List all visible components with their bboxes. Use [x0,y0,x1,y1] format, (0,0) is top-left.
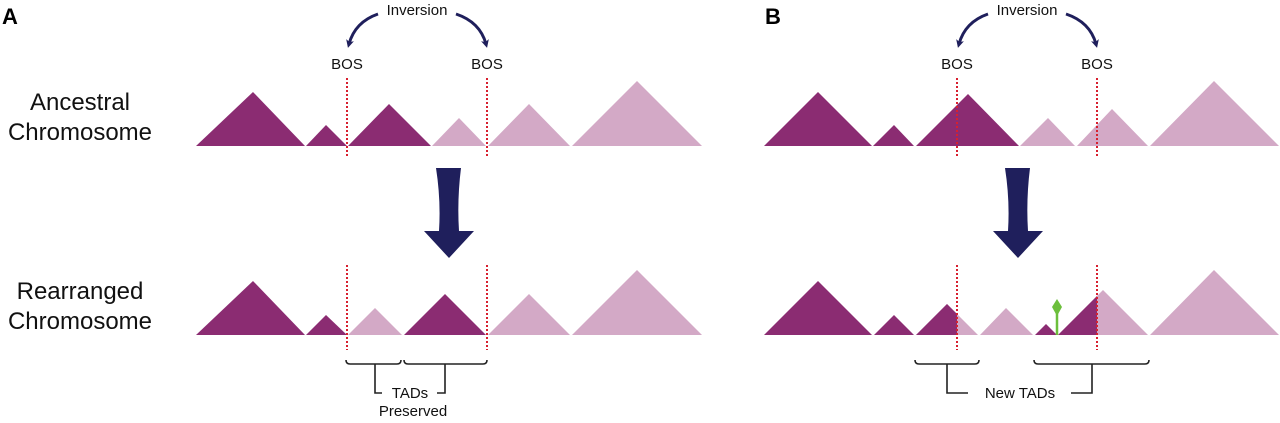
row-label-ancestral-1: Ancestral [30,89,130,116]
bracket-label: TADs [392,385,428,402]
tad-triangle [488,294,570,335]
tad-triangle [488,104,570,146]
tad-triangle [764,281,872,335]
tad-triangle [916,94,1019,146]
tad-triangle-part [916,304,957,335]
tad-triangle [1077,109,1148,146]
inversion-label: Inversion [997,2,1058,19]
rearrangement-arrow-icon [424,168,474,258]
panel-letter-b: B [765,4,781,29]
panel-a: Inversion BOS BOS TADs Preserved [196,2,702,420]
tad-triangle [764,92,872,146]
tad-triangle [306,315,347,335]
inversion-label: Inversion [387,2,448,19]
tad-triangle [1150,270,1279,335]
tad-triangle [348,308,402,335]
panel-letter-a: A [2,4,18,29]
bracket [1033,359,1150,394]
tad-triangle [873,125,914,146]
inversion-arrow-left [956,12,989,48]
bos-label: BOS [1081,56,1113,73]
inversion-arrow-right [1065,12,1099,48]
tad-triangle [196,281,305,335]
row-label-rearranged-2: Chromosome [8,308,152,335]
tad-triangle [306,125,347,146]
bracket [914,359,980,394]
panel-b: Inversion BOS BOS [764,2,1279,402]
tad-triangle [572,270,702,335]
tad-triangle [1035,324,1057,335]
bos-label: BOS [471,56,503,73]
tad-triangle [404,294,486,335]
bracket-label: New TADs [985,385,1055,402]
row-label-ancestral-2: Chromosome [8,119,152,146]
row-label-rearranged-1: Rearranged [17,278,144,305]
tad-triangle [1020,118,1075,146]
rearrangement-arrow-icon [993,168,1043,258]
tad-triangle [980,308,1033,335]
tad-triangle [874,315,914,335]
tad-triangle [572,81,702,146]
bos-label: BOS [941,56,973,73]
bracket [345,359,402,394]
tad-triangle [196,92,305,146]
inversion-arrow-right [455,12,489,48]
bos-label: BOS [331,56,363,73]
tad-triangle [348,104,431,146]
enhancer-marker-icon [1052,299,1062,316]
tad-triangle [432,118,486,146]
bracket [403,359,488,394]
bracket-label: Preserved [379,403,447,420]
tad-triangle-part [1058,296,1097,335]
tad-triangle [1150,81,1279,146]
inversion-arrow-left [346,12,379,48]
